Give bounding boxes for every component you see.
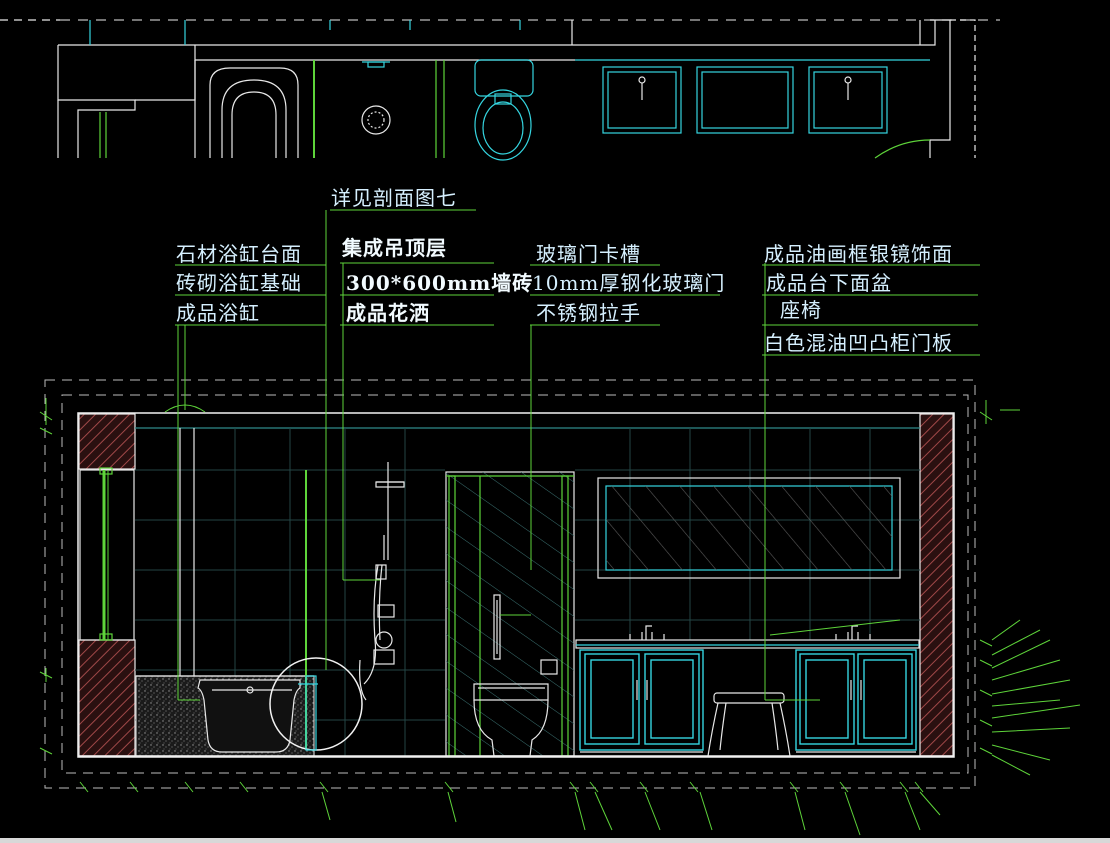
label-bathtub: 成品浴缸 bbox=[176, 301, 260, 325]
label-wall-tile: 300*600mm墙砖 bbox=[346, 271, 534, 295]
label-stool: 座椅 bbox=[780, 298, 822, 322]
label-stone-tub-top: 石材浴缸台面 bbox=[176, 242, 302, 266]
status-bar bbox=[0, 838, 1110, 843]
dimension-ticks bbox=[39, 398, 1081, 836]
label-steel-handle: 不锈钢拉手 bbox=[536, 301, 641, 325]
label-shower: 成品花洒 bbox=[346, 301, 430, 325]
label-brick-tub-base: 砖砌浴缸基础 bbox=[176, 271, 302, 295]
dimension-frame bbox=[44, 379, 976, 789]
section-ref-label: 详见剖面图七 bbox=[331, 186, 457, 210]
label-mirror-frame: 成品油画框银镜饰面 bbox=[764, 242, 953, 266]
elevation-view bbox=[77, 412, 955, 758]
label-glass-door-slot: 玻璃门卡槽 bbox=[536, 242, 641, 266]
plan-view bbox=[0, 19, 1000, 161]
label-integrated-ceiling: 集成吊顶层 bbox=[342, 236, 447, 260]
leader-lines bbox=[164, 209, 980, 701]
label-undercounter-basin: 成品台下面盆 bbox=[766, 271, 892, 295]
label-cabinet-door: 白色混油凹凸柜门板 bbox=[764, 331, 953, 355]
label-tempered-glass-door: 10mm厚钢化玻璃门 bbox=[532, 271, 726, 295]
